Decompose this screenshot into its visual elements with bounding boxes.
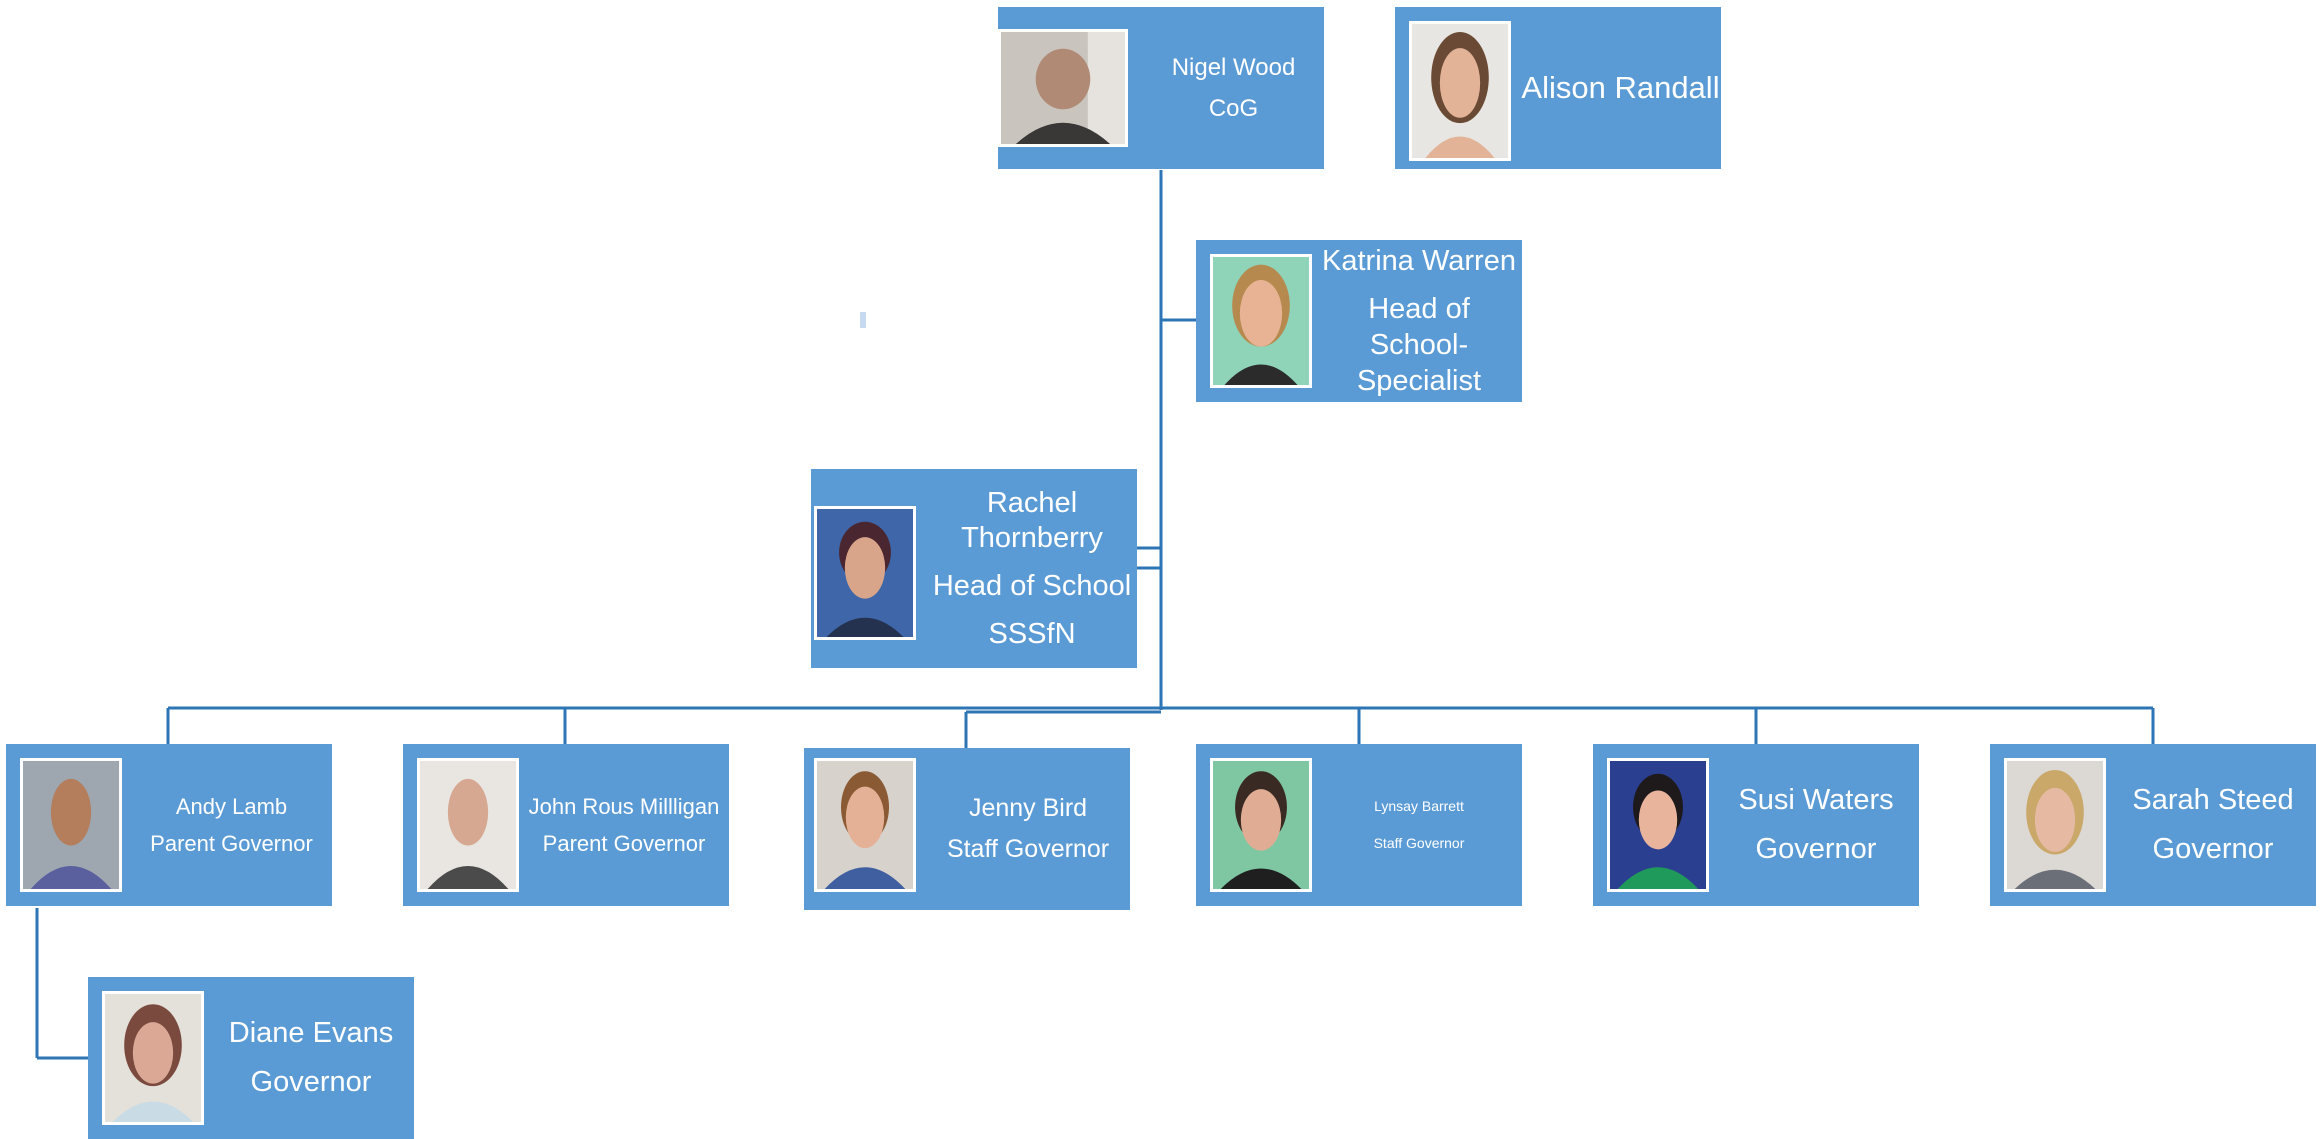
node-text: Nigel Wood CoG — [1143, 7, 1324, 169]
person-photo — [102, 991, 204, 1125]
node-jenny-bird: Jenny Bird Staff Governor — [804, 748, 1130, 910]
node-rachel-thornberry: Rachel Thornberry Head of School SSSfN — [811, 469, 1137, 668]
node-diane-evans: Diane Evans Governor — [88, 977, 414, 1139]
node-text: Diane Evans Governor — [208, 977, 414, 1139]
node-text: Katrina Warren Head of School-Specialist — [1316, 240, 1522, 402]
person-role: Head of School-Specialist — [1356, 293, 1482, 397]
person-photo — [1210, 254, 1312, 388]
stray-mark — [860, 312, 866, 328]
person-photo — [814, 506, 916, 640]
node-sarah-steed: Sarah Steed Governor — [1990, 744, 2316, 906]
person-name: Sarah Steed — [2132, 784, 2294, 816]
person-name: Lynsay Barrett — [1374, 798, 1464, 814]
person-photo — [998, 29, 1128, 147]
person-role: Parent Governor — [542, 831, 706, 856]
person-name: John Rous Millligan — [528, 794, 720, 819]
node-katrina-warren: Katrina Warren Head of School-Specialist — [1196, 240, 1522, 402]
person-name: Diane Evans — [228, 1017, 394, 1049]
person-role-secondary: SSSfN — [988, 617, 1076, 650]
node-text: Lynsay Barrett Staff Governor — [1316, 744, 1522, 906]
node-text: Alison Randall — [1520, 7, 1721, 169]
node-lynsay-barrett: Lynsay Barrett Staff Governor — [1196, 744, 1522, 906]
person-name: Andy Lamb — [175, 794, 288, 819]
node-susi-waters: Susi Waters Governor — [1593, 744, 1919, 906]
person-role: Governor — [250, 1066, 372, 1098]
person-photo — [20, 758, 122, 892]
person-photo — [1210, 758, 1312, 892]
node-text: Jenny Bird Staff Governor — [926, 748, 1130, 910]
person-photo — [1607, 758, 1709, 892]
person-role: CoG — [1208, 95, 1259, 122]
person-photo — [1409, 21, 1511, 161]
person-role: Staff Governor — [946, 835, 1110, 863]
node-john-rous-millligan: John Rous Millligan Parent Governor — [403, 744, 729, 906]
person-role: Governor — [2152, 833, 2274, 865]
person-role: Staff Governor — [1373, 835, 1465, 851]
person-role: Parent Governor — [150, 831, 313, 856]
node-text: Sarah Steed Governor — [2110, 744, 2316, 906]
node-text: Susi Waters Governor — [1713, 744, 1919, 906]
person-photo — [814, 758, 916, 892]
node-text: Rachel Thornberry Head of School SSSfN — [927, 469, 1137, 668]
node-andy-lamb: Andy Lamb Parent Governor — [6, 744, 332, 906]
person-name: Rachel Thornberry — [961, 486, 1103, 554]
node-text: Andy Lamb Parent Governor — [131, 744, 332, 906]
person-photo — [417, 758, 519, 892]
node-nigel-wood: Nigel Wood CoG — [998, 7, 1324, 169]
person-name: Nigel Wood — [1171, 54, 1296, 81]
person-name: Alison Randall — [1521, 70, 1720, 105]
node-alison-randall: Alison Randall — [1395, 7, 1721, 169]
person-role: Head of School — [932, 569, 1132, 602]
person-photo — [2004, 758, 2106, 892]
person-role: Governor — [1755, 833, 1877, 865]
person-name: Jenny Bird — [968, 794, 1088, 822]
person-name: Susi Waters — [1738, 784, 1894, 816]
person-name: Katrina Warren — [1322, 245, 1516, 277]
node-text: John Rous Millligan Parent Governor — [519, 744, 729, 906]
